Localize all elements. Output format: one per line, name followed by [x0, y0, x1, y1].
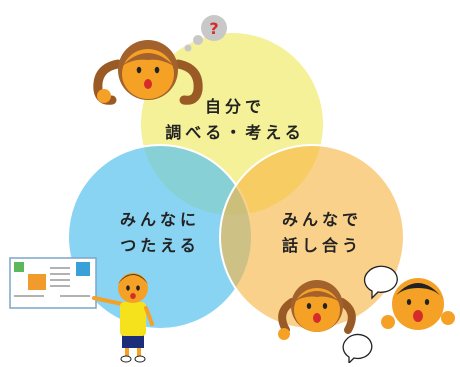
girl-thinking-icon: [93, 40, 203, 105]
question-mark: ?: [209, 19, 218, 38]
thought-bubble-icon: [184, 15, 227, 52]
label-tell-line-2: つたえる: [120, 236, 200, 255]
label-self: 自分で 調べる・考える: [150, 94, 320, 146]
label-self-line-2: 調べる・考える: [165, 123, 305, 142]
boy-talking-icon: [381, 278, 455, 330]
label-discuss-line-2: 話し合う: [281, 236, 362, 255]
label-tell-line-1: みんなに: [119, 210, 200, 229]
label-discuss-line-1: みんなで: [281, 210, 362, 229]
label-discuss: みんなで 話し合う: [252, 207, 392, 259]
label-tell: みんなに つたえる: [90, 207, 230, 259]
whiteboard-icon: [9, 257, 97, 309]
girl-talking-icon: [278, 280, 356, 340]
speech-bubble-icon: [342, 265, 398, 365]
label-self-line-1: 自分で: [204, 97, 265, 116]
boy-presenting-icon: [92, 273, 154, 363]
